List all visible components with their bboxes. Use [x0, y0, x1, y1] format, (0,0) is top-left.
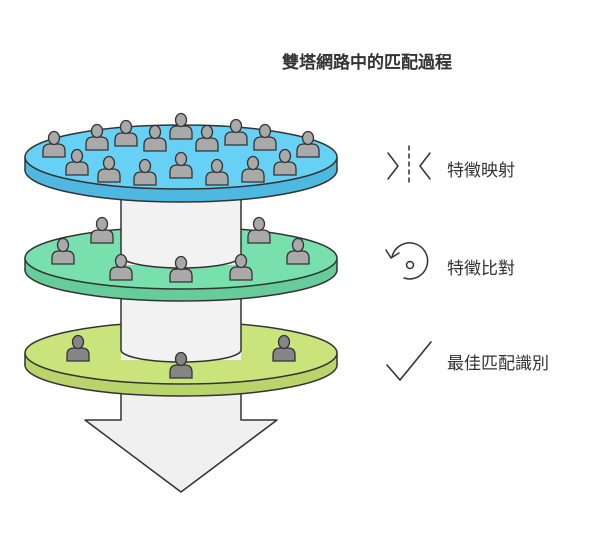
person-icon [109, 253, 133, 281]
step-label-feature-comparison: 特徵比對 [447, 259, 515, 279]
step-label-feature-mapping: 特徵映射 [447, 161, 515, 181]
person-icon [229, 253, 253, 281]
person-icon [241, 155, 265, 183]
rotate-ccw-icon [385, 242, 429, 280]
person-icon [169, 255, 193, 283]
person-icon [133, 158, 157, 186]
person-icon [224, 118, 248, 146]
person-icon [51, 237, 75, 265]
person-icon [253, 123, 277, 151]
people-layer [42, 112, 320, 379]
person-icon [42, 130, 66, 158]
person-icon [286, 237, 310, 265]
person-icon [195, 124, 219, 152]
person-icon [97, 155, 121, 183]
person-icon [90, 216, 114, 244]
person-icon [296, 130, 320, 158]
person-icon [272, 334, 296, 362]
person-icon [65, 148, 89, 176]
person-icon [169, 112, 193, 140]
checkmark-icon [386, 341, 432, 381]
step-label-best-match: 最佳匹配識別 [447, 354, 549, 374]
person-icon [169, 151, 193, 179]
diagram-title: 雙塔網路中的匹配過程 [282, 53, 452, 73]
person-icon [247, 216, 271, 244]
person-icon [85, 123, 109, 151]
person-icon [143, 124, 167, 152]
person-icon [205, 158, 229, 186]
bracket-arrows-icon [387, 145, 431, 187]
person-icon [169, 351, 193, 379]
person-icon [114, 119, 138, 147]
down-arrow [84, 379, 278, 493]
person-icon [66, 334, 90, 362]
person-icon [273, 148, 297, 176]
